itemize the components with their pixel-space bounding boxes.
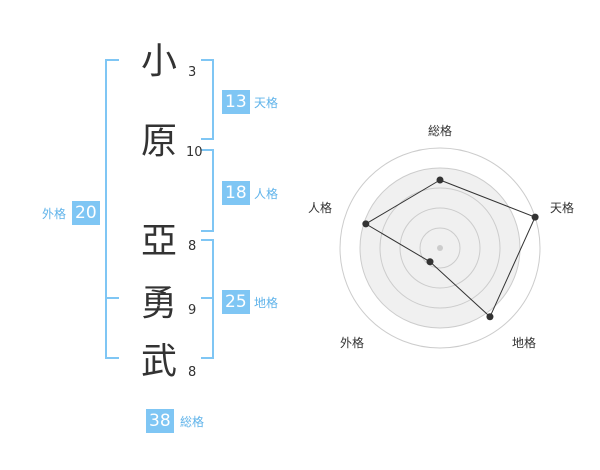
gaikaku-value: 20 xyxy=(72,201,100,225)
radar-point-5 xyxy=(362,220,370,228)
stroke-count-2: 10 xyxy=(186,145,203,160)
jinkaku-value: 18 xyxy=(222,181,250,205)
gaikaku-label: 外格 xyxy=(42,207,67,221)
radar-polygon xyxy=(364,179,536,318)
name-char-5: 武 xyxy=(140,341,177,382)
stroke-count-5: 8 xyxy=(188,365,197,380)
name-char-3: 亞 xyxy=(140,221,177,262)
soukaku-value: 38 xyxy=(146,409,174,433)
radar-point-1 xyxy=(436,176,444,184)
radar-label-gaikaku: 外格 xyxy=(339,336,364,350)
radar-ring-3 xyxy=(379,187,501,309)
tenkaku-label: 天格 xyxy=(254,96,279,110)
radar-label-chikaku: 地格 xyxy=(511,336,536,350)
name-char-4: 勇 xyxy=(140,283,177,324)
name-char-2: 原 xyxy=(140,121,177,162)
jinkaku-label: 人格 xyxy=(254,187,279,201)
outer-bracket xyxy=(105,59,119,359)
name-char-1: 小 xyxy=(140,41,177,82)
radar-point-3 xyxy=(486,313,494,321)
radar-ring-4 xyxy=(359,167,521,329)
radar-label-jinkaku: 人格 xyxy=(307,201,332,215)
stroke-count-1: 3 xyxy=(188,65,197,80)
tenkaku-bracket xyxy=(201,59,214,140)
radar-ring-2 xyxy=(399,207,481,289)
radar-point-4 xyxy=(426,258,434,266)
stroke-count-3: 8 xyxy=(188,239,197,254)
jinkaku-bracket xyxy=(201,149,214,232)
stroke-count-4: 9 xyxy=(188,303,197,318)
radar-center xyxy=(437,245,443,251)
chikaku-label: 地格 xyxy=(254,296,279,310)
radar-ring-5 xyxy=(339,147,541,349)
chikaku-value: 25 xyxy=(222,290,250,314)
radar-point-2 xyxy=(531,213,539,221)
radar-ring-1 xyxy=(419,227,461,269)
radar-label-tenkaku: 天格 xyxy=(549,201,574,215)
soukaku-label: 総格 xyxy=(180,415,205,429)
radar-label-soukaku: 総格 xyxy=(427,124,452,138)
tenkaku-value: 13 xyxy=(222,90,250,114)
